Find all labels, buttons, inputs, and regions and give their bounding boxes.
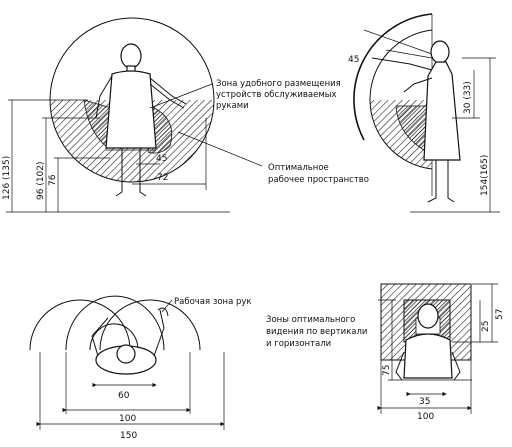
vision-label-line-3: и горизонтали xyxy=(266,339,331,349)
top-view: 60 100 150 Рабочая зона рук xyxy=(29,295,252,441)
front-dim-height-mid: 96 (102) xyxy=(36,161,46,200)
side-dim-angle: 45 xyxy=(348,55,359,65)
optimal-label-line-2: рабочее пространство xyxy=(268,175,369,185)
front-dim-reach: 72 xyxy=(157,173,168,183)
side-dim-depth: 30 (33) xyxy=(463,81,473,114)
top-person xyxy=(91,307,169,375)
top-dim-middle: 100 xyxy=(119,414,136,424)
top-dim-inner: 60 xyxy=(118,391,130,401)
vision-dim-height-inner: 25 xyxy=(481,321,491,332)
vision-dim-width-outer: 100 xyxy=(417,412,434,422)
vision-label-line-1: Зоны оптимального xyxy=(266,315,355,325)
side-reach-arc xyxy=(353,13,433,141)
top-view-label: Рабочая зона рук xyxy=(174,297,252,307)
front-person xyxy=(95,43,187,197)
front-dim-angle: 45 xyxy=(156,154,167,164)
vision-label-line-2: видения по вертикали xyxy=(266,327,367,337)
front-view: 126 (135) 96 (102) 76 45 72 Зона удобног… xyxy=(2,17,369,213)
vision-person xyxy=(395,303,461,381)
optimal-label-line-1: Оптимальное xyxy=(268,163,329,173)
front-dim-height-total: 126 (135) xyxy=(2,156,12,200)
side-person xyxy=(371,40,461,203)
side-dim-height: 154(165) xyxy=(480,155,490,196)
zone-label-line-3: руками xyxy=(216,101,249,111)
zone-label-line-2: устройств обслуживаемых xyxy=(216,90,336,100)
vision-view: 75 25 57 35 100 Зоны оптимального видени… xyxy=(266,283,505,422)
vision-dim-width-inner: 35 xyxy=(419,397,430,407)
vision-dim-height-outer: 57 xyxy=(495,309,505,320)
side-view: 45 30 (33) 154(165) xyxy=(348,13,500,213)
top-dim-outer: 150 xyxy=(120,431,137,441)
front-dim-height-low: 76 xyxy=(48,174,58,186)
vision-dim-height-left: 75 xyxy=(382,365,392,376)
zone-label-line-1: Зона удобного размещения xyxy=(216,79,341,89)
